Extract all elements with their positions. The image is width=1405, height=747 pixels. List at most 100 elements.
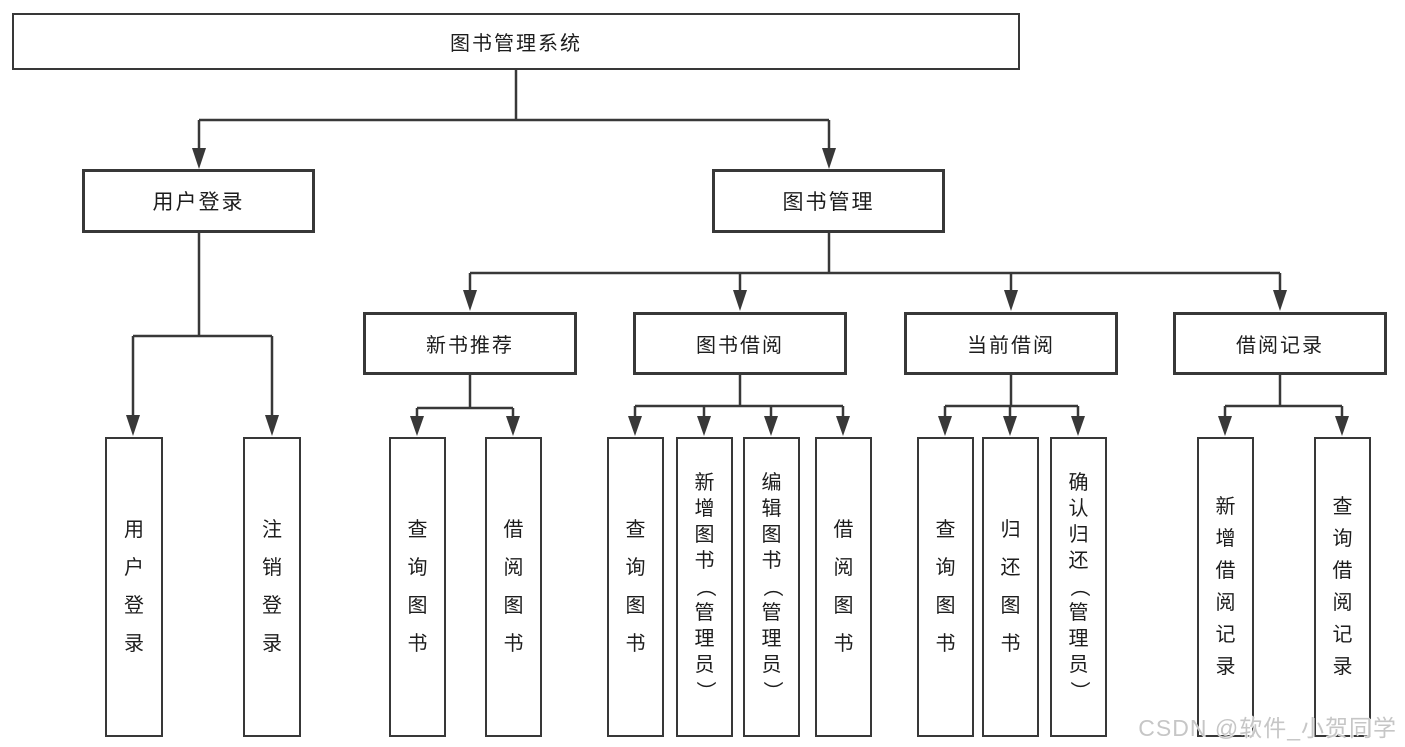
vertical-char: 书 bbox=[407, 633, 428, 655]
connector-borrowing-records bbox=[1218, 375, 1349, 436]
vertical-char: 登 bbox=[124, 595, 144, 617]
leaf-return-book: 归还图书 bbox=[982, 437, 1039, 737]
vertical-char: 理 bbox=[694, 628, 715, 650]
vertical-char: 归 bbox=[1000, 519, 1021, 541]
watermark: CSDN @软件_小贺同学 bbox=[1138, 715, 1397, 741]
leaf-edit-book-admin: 编辑图书（管理员） bbox=[743, 437, 800, 737]
connector-user-login bbox=[126, 233, 279, 436]
arrowhead bbox=[506, 416, 520, 436]
arrowhead bbox=[938, 416, 952, 436]
vertical-char: 归 bbox=[1068, 524, 1089, 546]
vertical-char: 查 bbox=[625, 519, 646, 541]
arrowhead bbox=[1218, 416, 1232, 436]
vertical-char: 增 bbox=[1215, 528, 1236, 550]
leaf-query-books-borrowing: 查询图书 bbox=[607, 437, 664, 737]
vertical-char: 录 bbox=[1215, 656, 1236, 678]
node-book-management-label: 图书管理 bbox=[782, 191, 875, 214]
vertical-char: 图 bbox=[935, 595, 956, 617]
vertical-char: 增 bbox=[694, 498, 715, 520]
vertical-char: 记 bbox=[1215, 624, 1236, 646]
leaf-query-books-recommend: 查询图书 bbox=[389, 437, 446, 737]
vertical-char: 用 bbox=[124, 519, 144, 541]
vertical-char: 还 bbox=[1068, 550, 1089, 572]
node-root-label: 图书管理系统 bbox=[450, 33, 582, 55]
vertical-char: 管 bbox=[761, 602, 782, 624]
vertical-char: （ bbox=[693, 577, 716, 597]
vertical-char: 书 bbox=[694, 550, 715, 572]
vertical-char: 书 bbox=[503, 633, 524, 655]
arrowhead bbox=[733, 290, 747, 311]
vertical-char: 认 bbox=[1068, 498, 1089, 520]
vertical-char: （ bbox=[760, 577, 783, 597]
vertical-char: 书 bbox=[833, 633, 854, 655]
vertical-char: 管 bbox=[694, 602, 715, 624]
vertical-char: 图 bbox=[407, 595, 428, 617]
leaf-logout: 注销登录 bbox=[243, 437, 301, 737]
leaf-borrow-books-recommend: 借阅图书 bbox=[485, 437, 542, 737]
vertical-char: 询 bbox=[407, 557, 428, 579]
vertical-char: 书 bbox=[625, 633, 646, 655]
vertical-char: 员 bbox=[1068, 654, 1089, 676]
vertical-char: 借 bbox=[503, 519, 524, 541]
vertical-char: 图 bbox=[833, 595, 854, 617]
vertical-char: 阅 bbox=[1332, 592, 1353, 614]
vertical-char: 编 bbox=[761, 472, 782, 494]
leaf-user-login: 用户登录 bbox=[105, 437, 163, 737]
arrowhead bbox=[628, 416, 642, 436]
vertical-char: 管 bbox=[1068, 602, 1089, 624]
node-new-book-recommend-label: 新书推荐 bbox=[426, 335, 514, 357]
leaf-borrow-books-borrowing: 借阅图书 bbox=[815, 437, 872, 737]
node-user-login-label: 用户登录 bbox=[152, 191, 245, 214]
arrowhead bbox=[1335, 416, 1349, 436]
arrowhead bbox=[410, 416, 424, 436]
vertical-char: 查 bbox=[1332, 496, 1353, 518]
vertical-char: 阅 bbox=[503, 557, 524, 579]
node-current-borrowing: 当前借阅 bbox=[904, 312, 1118, 375]
vertical-char: 理 bbox=[761, 628, 782, 650]
vertical-char: 登 bbox=[262, 595, 282, 617]
vertical-char: 阅 bbox=[833, 557, 854, 579]
vertical-char: 新 bbox=[694, 472, 715, 494]
vertical-char: 注 bbox=[262, 519, 282, 541]
node-book-borrowing: 图书借阅 bbox=[633, 312, 847, 375]
vertical-char: 录 bbox=[262, 633, 282, 655]
vertical-char: 辑 bbox=[761, 498, 782, 520]
arrowhead bbox=[1071, 416, 1085, 436]
vertical-char: ） bbox=[760, 681, 783, 701]
vertical-char: 询 bbox=[1332, 528, 1353, 550]
vertical-char: 录 bbox=[124, 633, 144, 655]
vertical-char: 记 bbox=[1332, 624, 1353, 646]
vertical-char: 员 bbox=[694, 654, 715, 676]
vertical-char: 书 bbox=[935, 633, 956, 655]
vertical-char: 借 bbox=[1332, 560, 1353, 582]
vertical-char: 查 bbox=[407, 519, 428, 541]
arrowhead bbox=[697, 416, 711, 436]
arrowhead bbox=[463, 290, 477, 311]
vertical-char: 书 bbox=[761, 550, 782, 572]
connector-root bbox=[192, 70, 836, 169]
leaf-query-books-current: 查询图书 bbox=[917, 437, 974, 737]
node-root: 图书管理系统 bbox=[12, 13, 1020, 70]
vertical-char: 图 bbox=[1000, 595, 1021, 617]
vertical-char: 销 bbox=[262, 557, 282, 579]
leaf-query-borrow-record: 查询借阅记录 bbox=[1314, 437, 1371, 737]
vertical-char: 确 bbox=[1068, 472, 1089, 494]
arrowhead bbox=[1004, 290, 1018, 311]
vertical-char: 图 bbox=[761, 524, 782, 546]
vertical-char: 图 bbox=[503, 595, 524, 617]
arrowhead bbox=[836, 416, 850, 436]
arrowhead bbox=[822, 148, 836, 169]
node-book-borrowing-label: 图书借阅 bbox=[696, 335, 784, 357]
node-current-borrowing-label: 当前借阅 bbox=[967, 335, 1055, 357]
vertical-char: 录 bbox=[1332, 656, 1353, 678]
vertical-char: 图 bbox=[625, 595, 646, 617]
vertical-char: 户 bbox=[124, 557, 144, 579]
vertical-char: 书 bbox=[1000, 633, 1021, 655]
vertical-char: （ bbox=[1067, 577, 1090, 597]
vertical-char: 理 bbox=[1068, 628, 1089, 650]
vertical-char: ） bbox=[693, 681, 716, 701]
connector-book-management bbox=[463, 233, 1287, 311]
node-borrowing-records-label: 借阅记录 bbox=[1236, 335, 1324, 357]
arrowhead bbox=[764, 416, 778, 436]
